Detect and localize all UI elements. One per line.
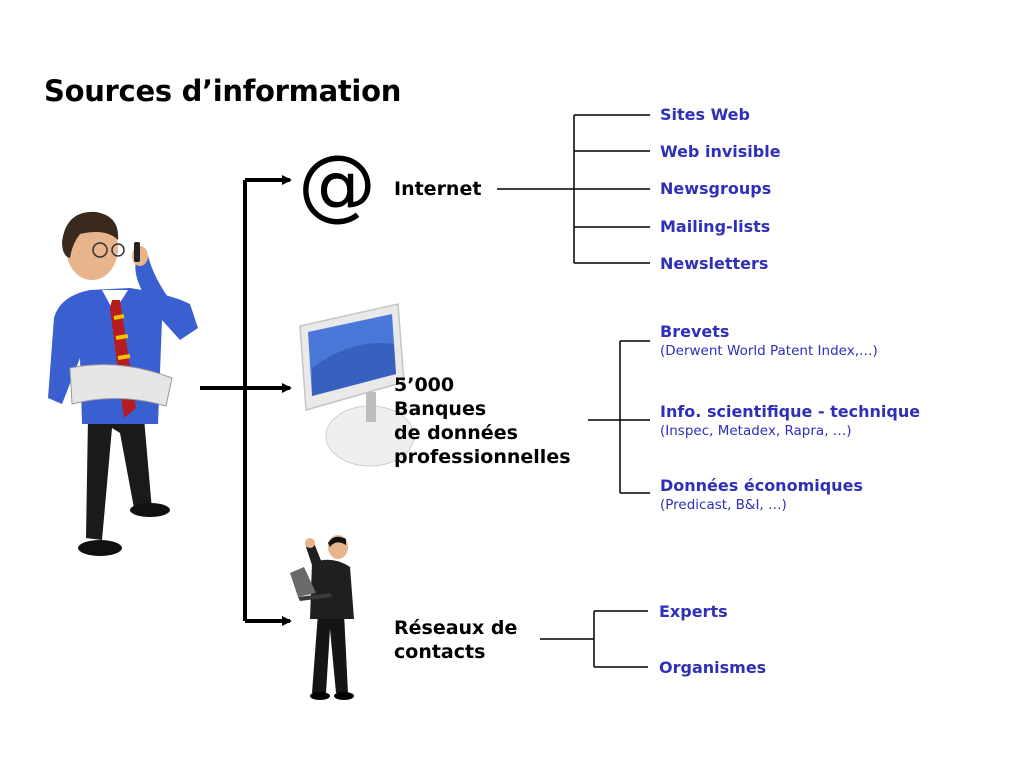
- leaf-newsletters: Newsletters: [660, 254, 769, 273]
- page-title: Sources d’information: [44, 74, 402, 108]
- category-label-line: Internet: [394, 178, 482, 200]
- leaf-donnees-economiques: Données économiques (Predicast, B&I, …): [660, 476, 863, 514]
- category-contacts-label: Réseaux de contacts: [394, 616, 517, 664]
- leaf-sites-web: Sites Web: [660, 105, 750, 124]
- leaf-label: Données économiques: [660, 476, 863, 495]
- category-internet-label: Internet: [394, 177, 481, 201]
- leaf-label: Info. scientifique - technique: [660, 402, 921, 421]
- leaf-info-scientifique: Info. scientifique - technique (Inspec, …: [660, 402, 920, 440]
- leaf-mailing-lists: Mailing-lists: [660, 217, 771, 236]
- category-label-line: contacts: [394, 641, 486, 663]
- at-sign-icon: @: [298, 140, 376, 230]
- category-databases-label: 5’000 Banques de données professionnelle…: [394, 373, 571, 469]
- leaf-detail: (Inspec, Metadex, Rapra, …): [660, 423, 852, 439]
- leaf-label: Brevets: [660, 322, 730, 341]
- businessman-laptop-icon: [290, 535, 354, 700]
- category-label-line: Réseaux de: [394, 617, 518, 639]
- leaf-detail: (Derwent World Patent Index,…): [660, 343, 878, 359]
- leaf-web-invisible: Web invisible: [660, 142, 781, 161]
- leaf-detail: (Predicast, B&I, …): [660, 497, 787, 513]
- category-label-line: 5’000: [394, 374, 455, 396]
- leaf-newsgroups: Newsgroups: [660, 179, 772, 198]
- leaf-experts: Experts: [659, 602, 728, 621]
- leaf-brevets: Brevets (Derwent World Patent Index,…): [660, 322, 878, 360]
- businessman-phone-icon: [48, 211, 198, 556]
- leaf-organismes: Organismes: [659, 658, 767, 677]
- category-label-line: de données: [394, 422, 518, 444]
- category-label-line: professionnelles: [394, 446, 571, 468]
- desktop-computer-icon: [299, 303, 415, 467]
- category-label-line: Banques: [394, 398, 487, 420]
